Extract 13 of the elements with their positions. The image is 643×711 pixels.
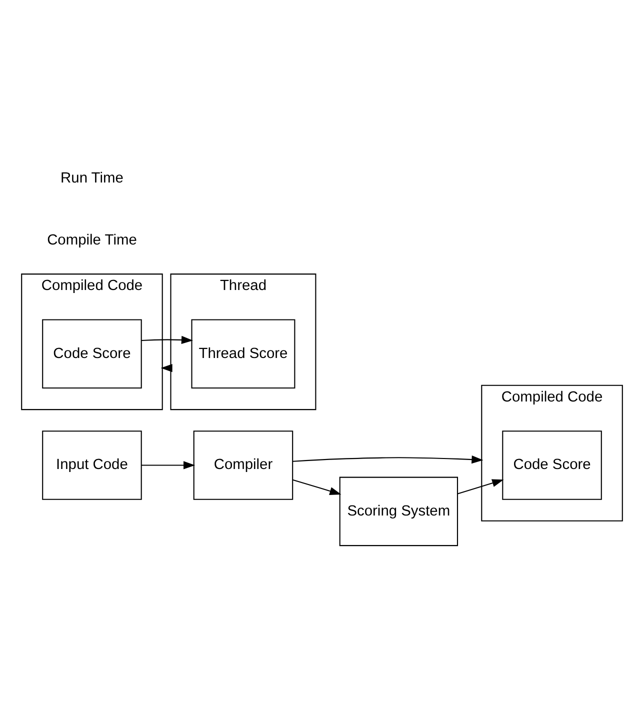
node-box: Compiler [192,430,293,500]
label: Compile Time [46,232,136,248]
arrow [457,478,504,494]
node-box: Code Score [502,430,602,500]
node-box: Input Code [42,430,142,500]
arrow [292,478,341,495]
label: Run Time [60,170,123,186]
arrow [140,460,195,469]
node-box: Thread Score [190,318,295,388]
node-box: Code Score [42,318,142,388]
arrow [140,335,193,344]
node-box: Scoring System [338,476,458,546]
arrow [292,454,483,464]
